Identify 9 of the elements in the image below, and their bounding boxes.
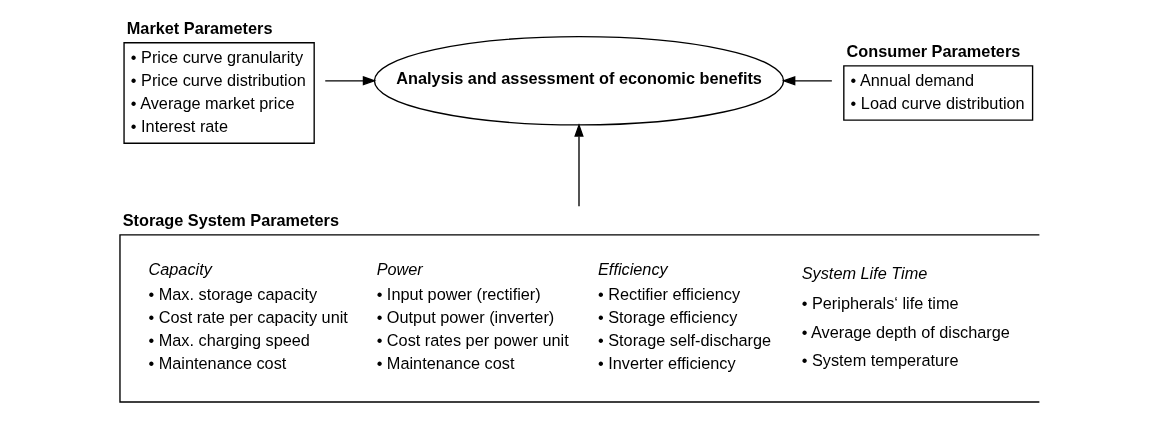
arrow xyxy=(781,76,833,86)
node-box: • Price curve granularity • Price curve distribution • Average market price • Interest rate xyxy=(122,42,315,144)
node-text: Storage System Parameters Capacity • Max. storage capacity • Cost rate per capacity unit • Max. charging speed • Maintenance cost Power • Input power (rectifier) • Output power (inverter) • Cost rates per power unit • Maintenance cost Efficiency • Rectifier efficiency • Storage efficiency • Storage self-discharge • Inverter efficiency System Life Time • Peripherals‘ life time • Average depth of discharge • System temperature xyxy=(122,211,1010,372)
node-label: Consumer Parameters xyxy=(846,42,1020,61)
node-box: • Annual demand • Load curve distribution xyxy=(842,65,1033,121)
arrow xyxy=(573,123,584,207)
arrow xyxy=(324,76,376,86)
node-ellipse: Analysis and assessment of economic benefits xyxy=(373,36,784,126)
node-label: Market Parameters xyxy=(126,19,272,38)
